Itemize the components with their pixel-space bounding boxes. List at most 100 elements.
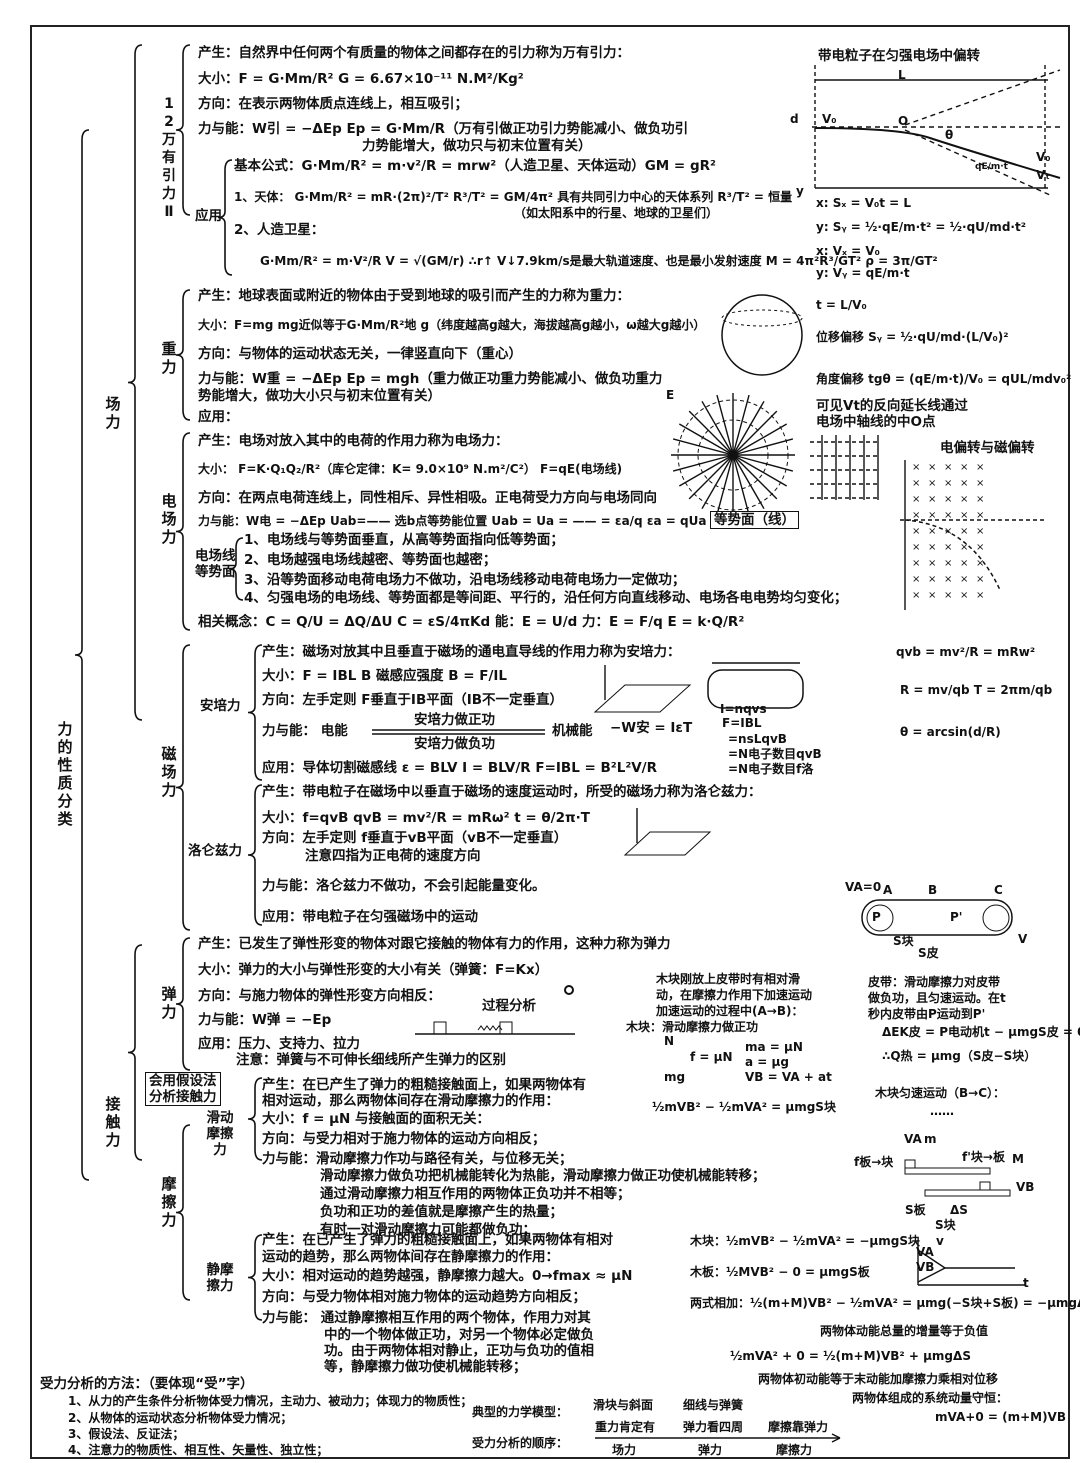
electric-direction: 方向：在两点电荷连线上，同性相斥、异性相吸。正电荷受力方向与电场同向 — [198, 490, 657, 506]
elastic-note: 注意：弹簧与不可伸长细线所产生弹力的区别 — [236, 1052, 506, 1068]
mark-d: d — [790, 112, 799, 126]
board-note-2: 两物体初动能等于末动能加摩擦力乘相对位移 — [758, 1372, 999, 1386]
mark-v0: V₀ — [822, 112, 837, 126]
method-item-1: 1、从力的产生条件分析物体受力情况，主动力、被动力；体现力的物质性； — [68, 1394, 473, 1408]
lorentz-energy: 力与能：洛仑兹力不做功，不会引起能量变化。 — [262, 878, 546, 894]
field-line — [716, 454, 734, 516]
lorentz-plane — [623, 831, 712, 856]
field-line — [732, 400, 765, 456]
board-f-block-board: f'块→板 — [962, 1150, 1005, 1164]
eq-vy: y: Vᵧ = qE/m·t — [816, 266, 910, 280]
ampere-plane — [593, 684, 692, 713]
brace — [247, 1077, 263, 1161]
extension — [904, 69, 1061, 126]
magnetic-trajectory — [904, 519, 1001, 591]
equipotential-circle — [677, 399, 789, 511]
field-line — [701, 400, 734, 456]
magnetic-x-mark: × — [976, 478, 984, 489]
board-momentum-eq: mVA+0 = (m+M)VB — [935, 1410, 1066, 1424]
magnetic-x-mark: × — [960, 478, 968, 489]
field-line — [732, 454, 750, 516]
order-label: 受力分析的顺序： — [472, 1436, 569, 1450]
method-item-2: 2、从物体的运动状态分析物体受力情况； — [68, 1411, 293, 1425]
sliding-friction-label: 滑动摩擦力 — [206, 1110, 234, 1158]
lorentz-note: 注意四指为正电荷的速度方向 — [305, 848, 481, 864]
magnetic-x-mark: × — [960, 590, 968, 601]
lorentz-direction: 方向：左手定则 f垂直于vB平面（vB不一定垂直） — [262, 830, 568, 846]
spring — [477, 1025, 503, 1031]
block — [979, 1181, 991, 1191]
board-eq-board: 木板：½MVB² − 0 = μmgS板 — [690, 1265, 870, 1279]
fbd-a: a = μg — [745, 1055, 789, 1069]
gravitation-direction: 方向：在表示两物体质点连线上，相互吸引； — [198, 96, 468, 112]
magnetic-x-mark: × — [976, 590, 984, 601]
force-formula-3: =N电子数目qvB — [728, 747, 822, 761]
field-line — [688, 410, 734, 456]
board-delta-s: ΔS — [950, 1203, 968, 1217]
block-text-3: 加速运动的过程中(A→B)： — [656, 1004, 804, 1018]
belt-B: B — [928, 883, 938, 897]
board — [904, 1167, 991, 1175]
contact-force-label: 接触力 — [105, 1095, 121, 1149]
latitude-line — [721, 309, 803, 327]
ampere-mechanical: 机械能 — [552, 723, 593, 739]
brace — [175, 644, 191, 931]
static-origin: 产生：在已产生了弹力的粗糙接触面上，如果两物体有相对 — [262, 1232, 613, 1248]
magnetic-x-mark: × — [912, 574, 920, 585]
magnetic-x-mark: × — [944, 542, 952, 553]
board-vb: VB — [1016, 1180, 1035, 1194]
mark-O: O — [898, 114, 909, 128]
belt-P: P — [872, 910, 881, 924]
sliding-energy-2: 滑动摩擦力做负功把机械能转化为热能，滑动摩擦力做正功使机械能转移； — [320, 1168, 766, 1184]
magnetic-x-mark: × — [928, 526, 936, 537]
magnetic-x-mark: × — [928, 558, 936, 569]
elastic-apply: 应用：压力、支持力、拉力 — [198, 1036, 360, 1052]
method-title: 受力分析的方法：（要体现“受”字） — [40, 1376, 254, 1392]
deflection-note-1: 可见Vt的反向延长线通过 — [816, 398, 968, 414]
vt-va: VA — [916, 1245, 934, 1259]
brace — [127, 44, 143, 721]
belt-eq-1: ΔEK皮 = P电动机t − μmgS皮 = 0 — [882, 1025, 1080, 1039]
gravitation-celestial: 1、天体： G·Mm/R² = mR·(2π)²/T² R³/T² = GM/4… — [234, 190, 793, 204]
belt-P-prime: P' — [950, 910, 963, 924]
belt-text-1: 皮带：滑动摩擦力对皮带 — [868, 975, 1001, 989]
magnetic-x-mark: × — [928, 574, 936, 585]
electric-energy: 力与能：W电 = −ΔEp Uab=—— 选b点等势能位置 Uab = Ua =… — [198, 514, 707, 528]
field-line — [732, 423, 788, 456]
belt-C: C — [994, 883, 1003, 897]
electric-rule-4: 4、匀强电场的电场线、等势面都是等间距、平行的，沿任何方向直线移动、电场各电电势… — [244, 590, 848, 606]
ampere-magnitude: 大小：F = IBL B 磁感应强度 B = F/IL — [262, 668, 508, 684]
sliding-direction: 方向：与受力相对于施力物体的运动方向相反； — [262, 1131, 546, 1147]
mark-y: y — [796, 184, 804, 198]
magnetic-x-mark: × — [944, 494, 952, 505]
models-label: 典型的力学模型： — [472, 1405, 569, 1419]
gravitation-label: 12万有引力Ⅱ — [162, 96, 176, 220]
gravitation-energy: 力与能：W引 = −ΔEp Ep = G·Mm/R（万有引做正功引力势能减小、做… — [198, 121, 689, 137]
eq-theta: θ = arcsin(d/R) — [900, 725, 1001, 739]
hypothesis-line-1: 会用假设法 — [149, 1073, 217, 1089]
block-energy-eq: ½mVB² − ½mVA² = μmgS块 — [652, 1100, 836, 1114]
fbd-vb: VB = VA + at — [745, 1070, 832, 1084]
magnetic-x-mark: × — [976, 462, 984, 473]
field-force-label: 场力 — [105, 395, 121, 431]
ellipsis: …… — [930, 1104, 954, 1118]
magnetic-x-mark: × — [960, 558, 968, 569]
ampere-apply: 应用：导体切割磁感线 ε = BLV I = BLV/R F=IBL = B²L… — [262, 760, 657, 776]
magnetic-x-mark: × — [976, 526, 984, 537]
field-line — [678, 454, 734, 487]
brace — [217, 159, 233, 276]
fbd-mg: mg — [664, 1070, 686, 1084]
field-line — [678, 423, 734, 456]
electric-rule-2: 2、电场越强电场线越密、等势面也越密； — [244, 552, 497, 568]
magnetic-x-mark: × — [944, 478, 952, 489]
magnetic-x-mark: × — [976, 558, 984, 569]
vb-line — [917, 1267, 946, 1283]
field-line — [716, 394, 734, 456]
gravitation-origin: 产生：自然界中任何两个有质量的物体之间都存在的引力称为万有引力： — [198, 45, 630, 61]
ampere-arrow-bottom: 安培力做负功 — [414, 736, 495, 752]
brace — [175, 44, 191, 216]
order-bottom-2: 弹力 — [698, 1443, 723, 1457]
mark-v0-end: V₀ — [1036, 150, 1051, 164]
electric-magnitude: 大小： F=K·Q₁Q₂/R²（库仑定律：K= 9.0×10⁹ N.m²/C²）… — [198, 462, 623, 476]
